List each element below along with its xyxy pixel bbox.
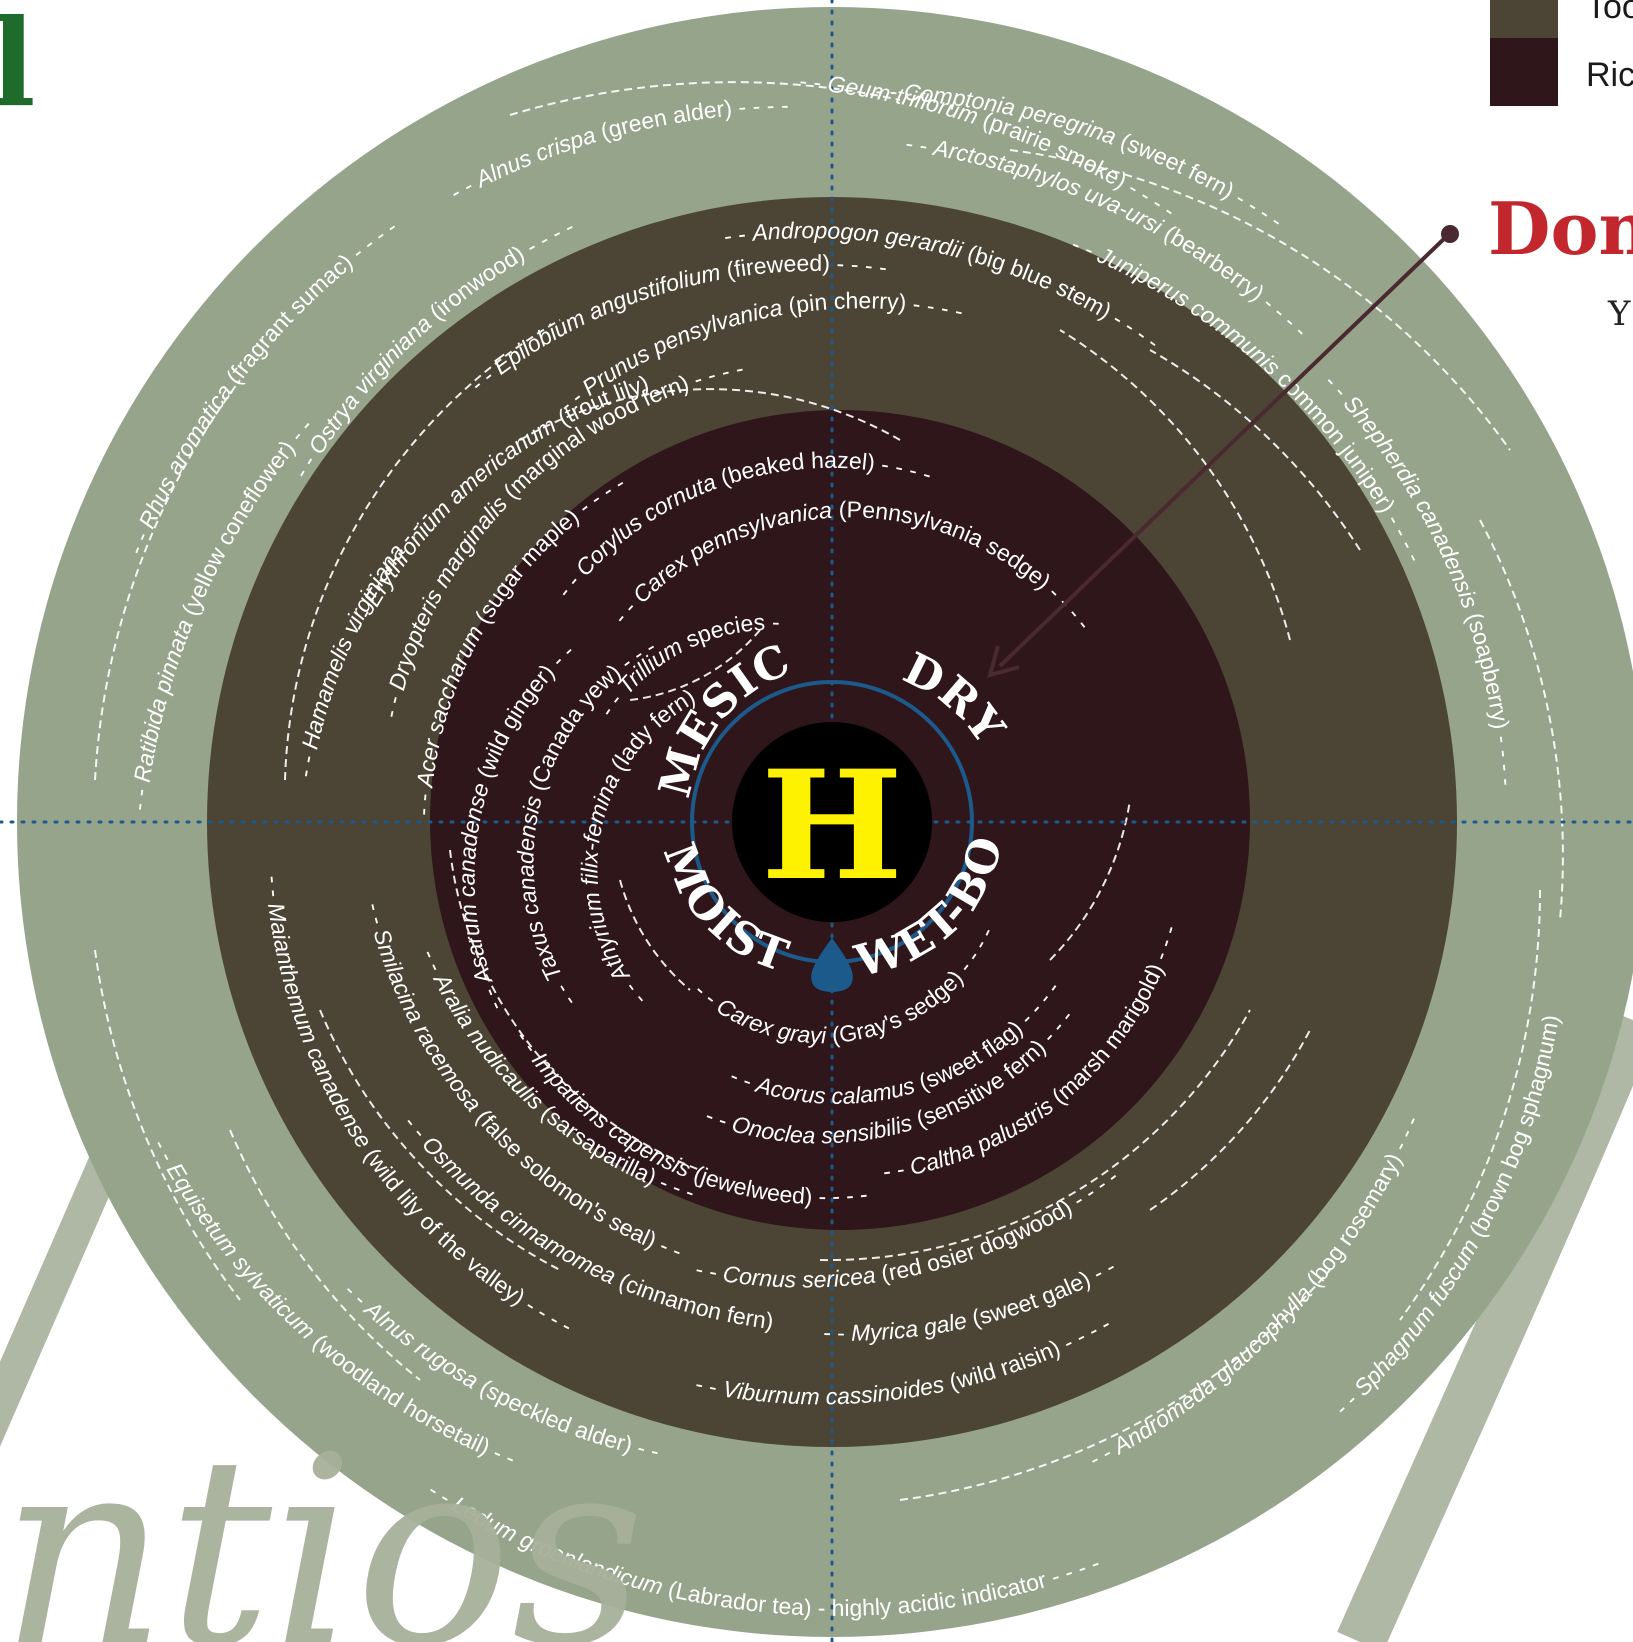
callout-pointer: [987, 225, 1459, 678]
tip-title: Don': [1488, 186, 1633, 271]
water-drop-icon: [811, 938, 853, 992]
legend-label-too: Too: [1586, 0, 1633, 26]
watermark-script: ntios: [0, 1402, 645, 1642]
legend-label-ric: Ric: [1586, 56, 1633, 94]
legend-swatch-ric: [1490, 38, 1558, 106]
dashed-rings: [94, 81, 1564, 1501]
page-title: l: [0, 0, 36, 134]
core: [732, 722, 932, 922]
center-letter: H: [761, 738, 903, 914]
tip-body: Y: [1608, 294, 1631, 334]
